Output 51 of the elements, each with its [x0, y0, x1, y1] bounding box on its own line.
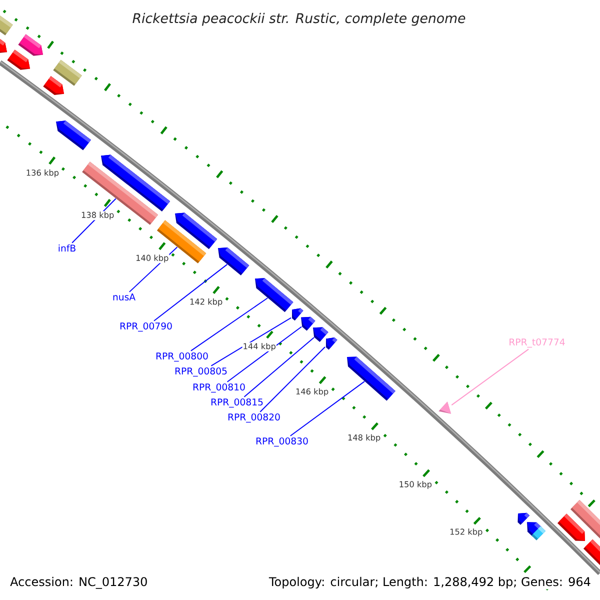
gene-block — [301, 316, 316, 331]
leader-line — [190, 298, 268, 352]
gene-block — [347, 356, 396, 401]
leader-line — [210, 317, 292, 366]
gene-block — [101, 154, 170, 212]
leader-line — [451, 348, 530, 406]
leader-line — [226, 326, 302, 382]
gene-block — [292, 308, 304, 321]
footer-note: Accession: NC_012730 — [9, 576, 149, 590]
gene-block — [326, 337, 338, 350]
gene-label: nusA — [113, 294, 136, 300]
triangle-marker — [438, 402, 451, 414]
tick-label: 148 kbp — [346, 434, 382, 443]
gene-block — [218, 248, 250, 276]
gene-block — [255, 278, 294, 312]
tick-label: 142 kbp — [188, 298, 224, 307]
gene-label: RPR_00810 — [193, 383, 245, 393]
gene-label: RPR_00805 — [175, 367, 227, 377]
gene-block — [56, 120, 91, 150]
gene-block — [0, 39, 7, 53]
gene-block — [43, 76, 64, 95]
gene-bar — [0, 16, 13, 36]
tick-label: 138 kbp — [80, 211, 115, 220]
title: Rickettsia peacockii str. Rustic, complete genome — [132, 12, 466, 26]
leader-line — [154, 264, 228, 322]
tick-label: 152 kbp — [449, 528, 484, 537]
leader-line — [260, 346, 326, 412]
gene-bar — [570, 500, 600, 539]
gene-bar — [53, 60, 82, 86]
footer-note: Topology: circular; Length: 1,288,492 bp; Genes: 964 — [268, 576, 592, 590]
tick-label: 146 kbp — [294, 388, 330, 397]
tick-label: 144 kbp — [242, 342, 276, 352]
tick-label: 150 kbp — [398, 480, 433, 490]
tick-label: 136 kbp — [25, 168, 60, 178]
gene-label: infB — [58, 244, 76, 252]
gene-label: RPR_00790 — [120, 322, 172, 332]
gene-block — [7, 50, 30, 70]
tick-label: 140 kbp — [135, 254, 170, 264]
gene-bar — [531, 526, 546, 540]
leader-line — [290, 380, 365, 436]
gene-label: RPR_00815 — [211, 398, 263, 408]
leader-line — [244, 336, 314, 398]
gene-label: RPR_00800 — [156, 352, 208, 362]
gene-label: RPR_00830 — [256, 437, 308, 447]
gene-label: RPR_t07774 — [510, 338, 565, 348]
gene-block — [175, 212, 218, 250]
gene-block — [583, 539, 600, 566]
gene-block — [18, 34, 43, 56]
gene-block — [518, 512, 530, 525]
gene-block — [313, 327, 328, 342]
gene-label: RPR_00820 — [228, 413, 280, 423]
